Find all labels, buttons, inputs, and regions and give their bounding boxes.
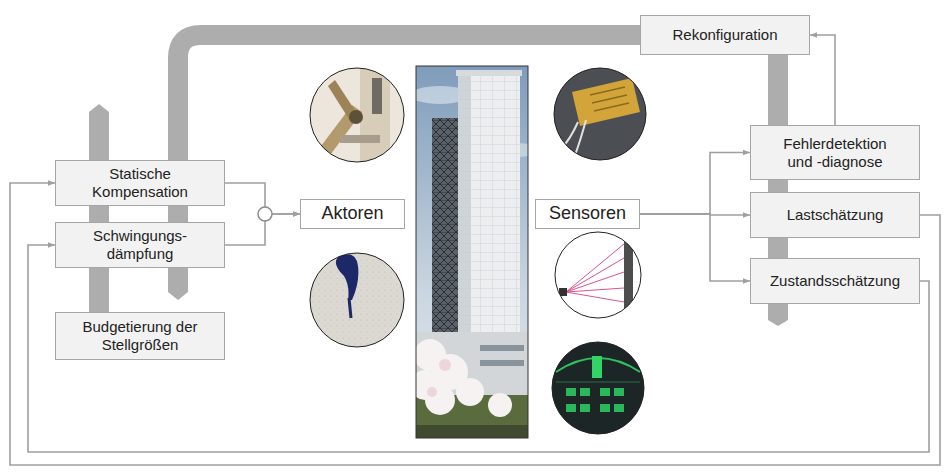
- beam: [566, 288, 624, 292]
- process-box: Rekonfiguration: [640, 15, 810, 55]
- node-text: Schwingungs- dämpfung: [85, 227, 195, 263]
- node-text: Aktoren: [321, 203, 383, 225]
- background: [308, 66, 408, 166]
- cell: [600, 388, 610, 396]
- sensor-sketch: [555, 232, 641, 318]
- beam: [566, 272, 624, 292]
- cell: [600, 404, 610, 412]
- cell: [614, 388, 624, 396]
- signal-arrow: [28, 245, 929, 452]
- sensor-label-box: Sensoren: [535, 199, 640, 229]
- node-text: Statische Kompensation: [85, 165, 195, 201]
- background: [550, 66, 650, 166]
- budget-band: [89, 118, 109, 312]
- detail-outline: [552, 342, 644, 434]
- detail-outline: [310, 68, 404, 162]
- node-text: Sensoren: [549, 203, 626, 225]
- blossom: [439, 359, 451, 371]
- controller-box: Statische Kompensation: [55, 160, 225, 206]
- node-text: Fehlerdetektion und -diagnose: [773, 135, 898, 171]
- window-row: [480, 345, 524, 351]
- fluid-line: [349, 298, 351, 318]
- bar: [592, 356, 602, 378]
- wire: [560, 120, 586, 158]
- signal-arrow: [640, 153, 750, 215]
- process-box: Lastschätzung: [750, 192, 920, 238]
- monitor-screenshot: [550, 340, 650, 440]
- beam: [566, 244, 624, 292]
- band-tip: [168, 286, 188, 300]
- signal-arrow: [810, 35, 835, 125]
- detail-outline: [555, 232, 641, 318]
- actuator-photo: [308, 251, 408, 351]
- node-text: Zustandsschätzung: [770, 272, 900, 290]
- cell: [566, 388, 576, 396]
- joint: [349, 110, 363, 124]
- blossom-tree: [416, 339, 512, 417]
- signal-arrow: [10, 183, 940, 465]
- blossom-shade: [427, 359, 451, 397]
- bracket: [340, 135, 380, 143]
- signal-arrow: [640, 214, 750, 281]
- node-text: Lastschätzung: [787, 206, 884, 224]
- node-text: Rekonfiguration: [672, 26, 777, 44]
- ground: [416, 425, 528, 438]
- summing-junction: [258, 207, 272, 221]
- plate: [360, 66, 390, 166]
- cylinder: [372, 78, 382, 114]
- process-box: Zustandsschätzung: [750, 258, 920, 304]
- node-text: Budgetierung der Stellgrößen: [73, 318, 208, 354]
- controller-box: Schwingungs- dämpfung: [55, 222, 225, 268]
- beam: [566, 258, 624, 292]
- band-tip: [89, 104, 109, 118]
- background: [550, 340, 650, 440]
- background: [555, 232, 641, 318]
- strut: [318, 105, 362, 158]
- concrete-texture: [308, 251, 408, 351]
- detail-outline: [310, 253, 404, 347]
- blossom: [427, 387, 437, 397]
- cell: [580, 388, 590, 396]
- actuator-photo: [308, 66, 408, 166]
- band-tip: [768, 314, 788, 326]
- photo-frame: [416, 66, 528, 438]
- cell: [580, 404, 590, 412]
- fluid-actuator: [336, 254, 359, 300]
- sensor-grid: [566, 388, 624, 412]
- blossom: [425, 385, 455, 415]
- concrete: [308, 251, 408, 351]
- blossom: [488, 393, 512, 417]
- cell: [614, 404, 624, 412]
- beam: [566, 292, 624, 302]
- detail-outline: [554, 68, 646, 160]
- budget-box: Budgetierung der Stellgrößen: [55, 312, 225, 360]
- tower-photo: [416, 66, 528, 438]
- window-row: [480, 360, 524, 366]
- tower-top: [456, 70, 522, 76]
- laser-beams: [566, 244, 624, 302]
- sensor-photo: [550, 66, 650, 166]
- cell: [566, 404, 576, 412]
- actuator-label-box: Aktoren: [300, 199, 405, 229]
- strain-gauge: [572, 78, 640, 126]
- gauge-grid: [590, 87, 629, 111]
- axis: [556, 382, 640, 383]
- blossom: [456, 378, 484, 406]
- process-box: Fehlerdetektion und -diagnose: [750, 125, 920, 180]
